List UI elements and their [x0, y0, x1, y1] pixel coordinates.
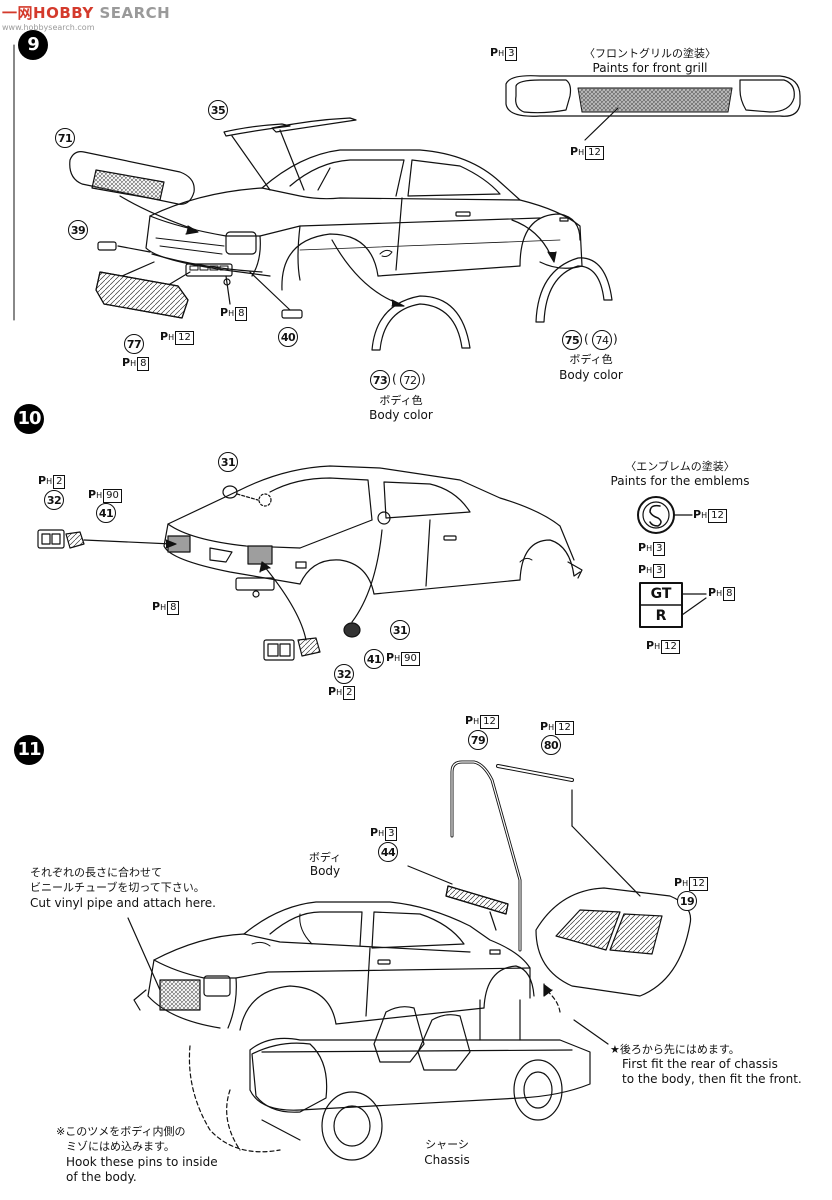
pins-note-en-1: Hook these pins to inside	[66, 1155, 218, 1169]
step10-parts	[38, 486, 382, 660]
part-number-32: 32	[44, 490, 64, 510]
part-number-44: 44	[378, 842, 398, 862]
part-number-35: 35	[208, 100, 228, 120]
part-number-79: 79	[468, 730, 488, 750]
fit-note-jp: ★後ろから先にはめます。	[610, 1043, 740, 1056]
vinyl-note-jp-2: ビニールチューブを切って下さい。	[30, 881, 205, 894]
part-number-41: 41	[364, 649, 384, 669]
flare-front-en: Body color	[369, 408, 433, 422]
flare-front-jp: ボディ色	[379, 394, 423, 407]
part-number-75: 75	[562, 330, 582, 350]
step9-front-grill-detail	[506, 76, 800, 140]
flare-rear-en: Body color	[559, 368, 623, 382]
fit-note-en-1: First fit the rear of chassis	[622, 1057, 778, 1071]
vinyl-note-jp-1: それぞれの長さに合わせて	[30, 866, 162, 879]
paren-close: )	[613, 332, 618, 346]
grill-title-en: Paints for front grill	[592, 61, 708, 75]
flare-rear-jp: ボディ色	[569, 353, 613, 366]
pins-note-jp-1: ※このツメをボディ内側の	[56, 1125, 186, 1138]
part-number-40: 40	[278, 327, 298, 347]
step11-parts	[128, 762, 692, 996]
step10-emblem-detail	[638, 497, 706, 627]
part-number-72: 72	[400, 370, 420, 390]
step10-car-body	[164, 466, 582, 597]
body-label-jp: ボディ	[308, 851, 342, 864]
part-number-73: 73	[370, 370, 390, 390]
step9-wheel-flares	[332, 220, 612, 350]
watermark-logo: 一网HOBBY SEARCH	[2, 2, 170, 23]
part-number-71: 71	[55, 128, 75, 148]
paren-close: )	[421, 372, 426, 386]
grill-title-jp: 〈フロントグリルの塗装〉	[584, 47, 716, 60]
part-number-31: 31	[390, 620, 410, 640]
watermark-cn: 一网	[2, 4, 34, 22]
step9-parts	[70, 118, 356, 318]
step11-chassis	[189, 984, 608, 1160]
part-number-32: 32	[334, 664, 354, 684]
step11-car-body	[134, 902, 534, 1030]
watermark-brand-right: SEARCH	[99, 4, 171, 22]
step-badge-11: 11	[14, 735, 44, 765]
part-number-19: 19	[677, 891, 697, 911]
part-number-80: 80	[541, 735, 561, 755]
part-number-41: 41	[96, 503, 116, 523]
emblem-title-en: Paints for the emblems	[610, 474, 750, 488]
paren-open: (	[392, 372, 397, 386]
part-number-31: 31	[218, 452, 238, 472]
step-badge-9: 9	[18, 30, 48, 60]
part-number-39: 39	[68, 220, 88, 240]
watermark-url: www.hobbysearch.com	[2, 23, 95, 32]
emblem-title-jp: 〈エンブレムの塗装〉	[625, 460, 735, 473]
paren-open: (	[584, 332, 589, 346]
body-label-en: Body	[309, 864, 341, 878]
step-badge-10: 10	[14, 404, 44, 434]
pins-note-jp-2: ミゾにはめ込みます。	[66, 1140, 175, 1153]
gt-emblem-text: GT	[650, 586, 672, 602]
chassis-label-jp: シャーシ	[425, 1138, 469, 1151]
part-number-77: 77	[124, 334, 144, 354]
fit-note-en-2: to the body, then fit the front.	[622, 1072, 802, 1086]
chassis-label-en: Chassis	[424, 1153, 470, 1167]
pins-note-en-2: of the body.	[66, 1170, 137, 1184]
part-number-74: 74	[592, 330, 612, 350]
vinyl-note-en: Cut vinyl pipe and attach here.	[30, 896, 216, 910]
r-emblem-text: R	[655, 608, 667, 624]
step9-car-body	[146, 150, 582, 290]
watermark-brand-left: HOBBY	[33, 4, 94, 22]
